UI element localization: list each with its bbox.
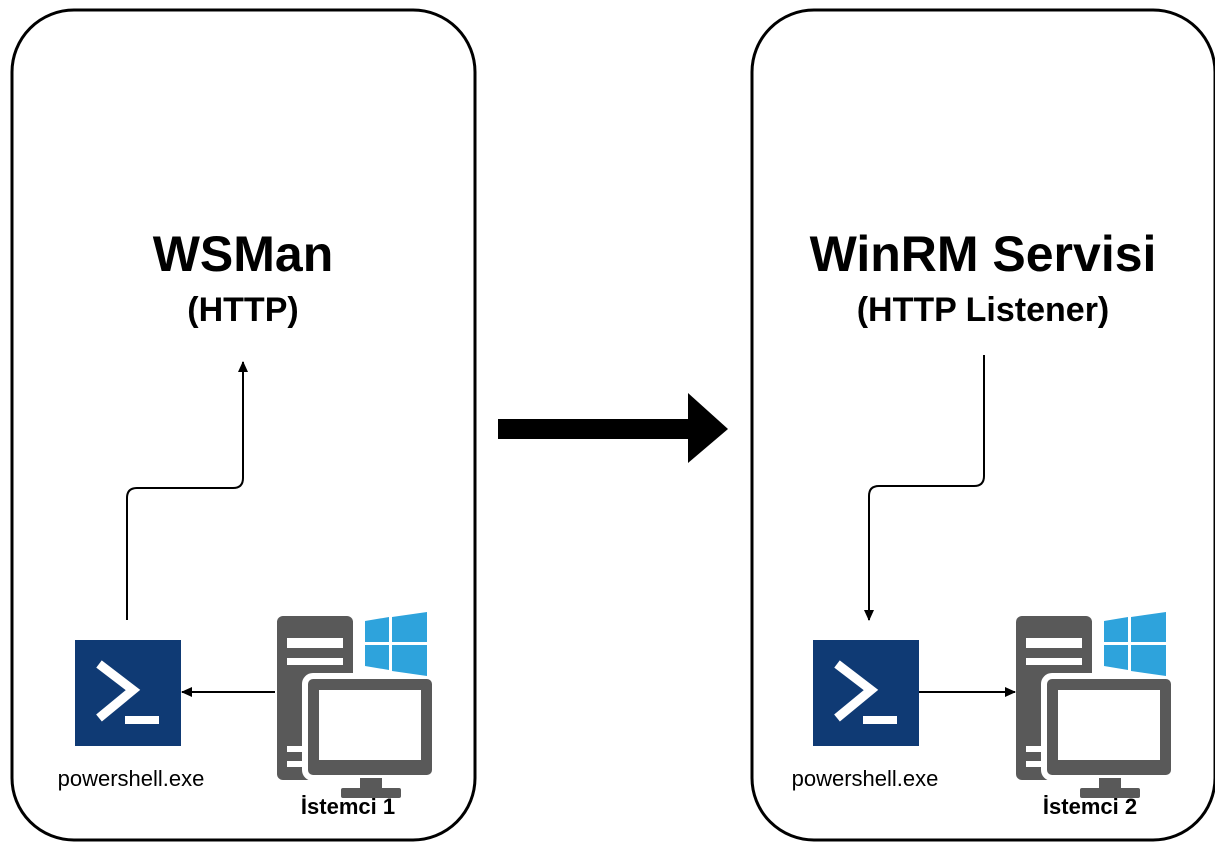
right-host-label: İstemci 2 <box>1042 794 1138 819</box>
powershell-icon <box>813 640 919 746</box>
left-host-label: İstemci 1 <box>300 794 396 819</box>
left-panel-subtitle: (HTTP) <box>187 291 299 329</box>
shell-to-wsman-connector <box>126 361 248 620</box>
left-panel-frame <box>10 8 477 842</box>
powershell-icon <box>75 640 181 746</box>
desktop-computer-icon <box>1016 612 1174 798</box>
right-shell-label: powershell.exe <box>791 766 939 791</box>
winrm-to-shell-connector <box>864 355 985 621</box>
left-shell-label: powershell.exe <box>57 766 205 791</box>
desktop-computer-icon <box>277 612 435 798</box>
right-arrow-icon <box>498 393 728 463</box>
right-panel-subtitle: (HTTP Listener) <box>856 291 1110 329</box>
right-panel-title: WinRM Servisi <box>809 226 1157 282</box>
left-panel-title: WSMan <box>152 226 334 282</box>
right-panel-frame <box>750 8 1215 842</box>
